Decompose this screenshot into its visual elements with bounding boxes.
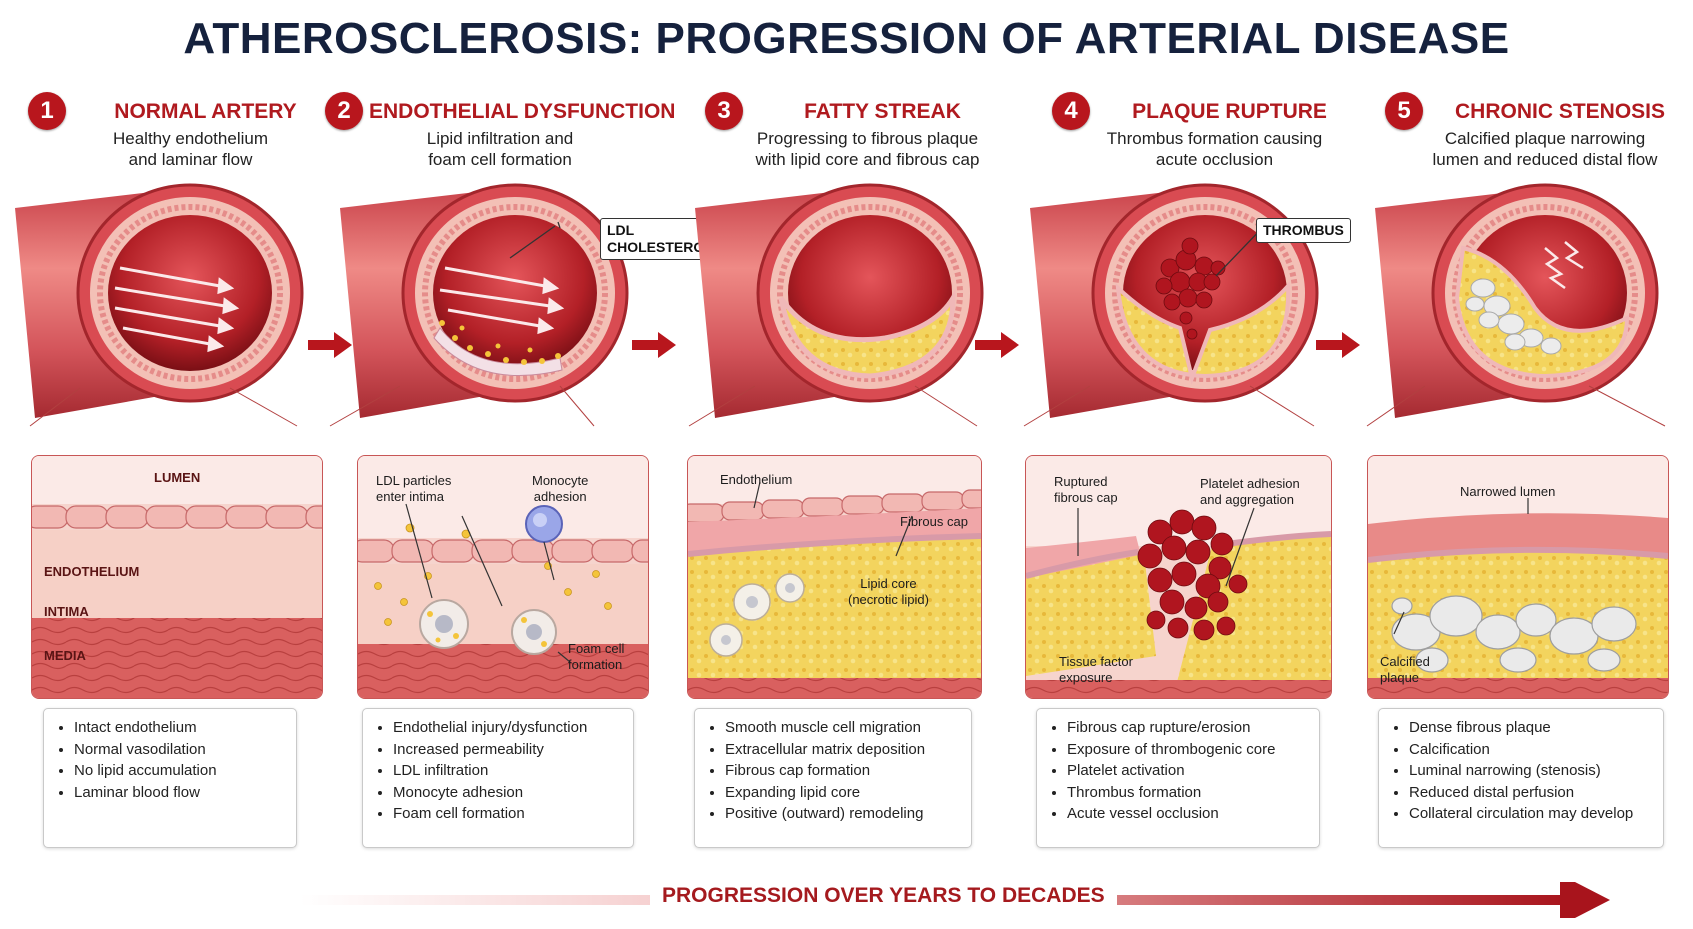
label-calcified-plaque: Calcified plaque bbox=[1380, 654, 1430, 685]
feature-item: Collateral circulation may develop bbox=[1409, 803, 1653, 825]
stage-5-features: Dense fibrous plaque Calcification Lumin… bbox=[1378, 708, 1664, 848]
stage-subtitle: Thrombus formation causing acute occlusi… bbox=[1106, 129, 1323, 169]
label-lumen: LUMEN bbox=[154, 470, 201, 485]
inset-chronic-stenosis-wall: Narrowed lumen Calcified plaque bbox=[1367, 455, 1669, 699]
inset-fatty-streak-wall: Endothelium Fibrous cap Lipid core (necr… bbox=[687, 455, 982, 699]
stage-1-features: Intact endothelium Normal vasodilation N… bbox=[43, 708, 297, 848]
feature-item: Fibrous cap rupture/erosion bbox=[1067, 717, 1309, 739]
stage-subtitle: Lipid infiltration and foam cell formati… bbox=[426, 129, 574, 169]
stage-subtitle: Healthy endothelium and laminar flow bbox=[113, 129, 268, 169]
stage-1-header: 1 NORMAL ARTERY Healthy endothelium and … bbox=[28, 92, 333, 170]
label-platelet-adhesion: Platelet adhesion and aggregation bbox=[1200, 476, 1300, 507]
callout-thrombus: THROMBUS bbox=[1256, 218, 1351, 243]
page-title: ATHEROSCLEROSIS: PROGRESSION OF ARTERIAL… bbox=[183, 14, 1510, 63]
stage-3-header: 3 FATTY STREAK Progressing to fibrous pl… bbox=[705, 92, 1010, 170]
feature-item: Smooth muscle cell migration bbox=[725, 717, 961, 739]
stage-number-badge: 5 bbox=[1385, 92, 1423, 130]
artery-illustration-fatty-streak bbox=[685, 178, 995, 448]
stage-2-features: Endothelial injury/dysfunction Increased… bbox=[362, 708, 634, 848]
stage-title: NORMAL ARTERY bbox=[114, 100, 297, 123]
stage-title: FATTY STREAK bbox=[804, 100, 961, 123]
stage-number-badge: 4 bbox=[1052, 92, 1090, 130]
feature-item: Foam cell formation bbox=[393, 803, 623, 825]
artery-illustration-chronic-stenosis bbox=[1365, 178, 1666, 448]
stage-number-badge: 3 bbox=[705, 92, 743, 130]
feature-item: Dense fibrous plaque bbox=[1409, 717, 1653, 739]
stage-3-features: Smooth muscle cell migration Extracellul… bbox=[694, 708, 972, 848]
stage-title: ENDOTHELIAL DYSFUNCTION bbox=[369, 100, 676, 123]
stage-arrow bbox=[1316, 332, 1360, 358]
stage-arrow bbox=[308, 332, 352, 358]
artery-illustration-dysfunction bbox=[329, 178, 640, 448]
feature-item: Acute vessel occlusion bbox=[1067, 803, 1309, 825]
feature-item: Luminal narrowing (stenosis) bbox=[1409, 760, 1653, 782]
label-monocyte-adhesion: Monocyte adhesion bbox=[532, 473, 589, 504]
inset-plaque-rupture-wall: Ruptured fibrous cap Platelet adhesion a… bbox=[1025, 455, 1332, 699]
label-endothelium: Endothelium bbox=[720, 472, 793, 487]
feature-item: Endothelial injury/dysfunction bbox=[393, 717, 623, 739]
feature-item: Monocyte adhesion bbox=[393, 782, 623, 804]
stage-5-header: 5 CHRONIC STENOSIS Calcified plaque narr… bbox=[1385, 92, 1685, 170]
feature-item: LDL infiltration bbox=[393, 760, 623, 782]
inset-dysfunction-wall: LDL particles enter intima Monocyte adhe… bbox=[357, 455, 649, 699]
stage-subtitle: Progressing to fibrous plaque with lipid… bbox=[755, 129, 980, 169]
label-foam-cell: Foam cell formation bbox=[568, 641, 625, 672]
feature-item: Reduced distal perfusion bbox=[1409, 782, 1653, 804]
label-ldl-particles: LDL particles enter intima bbox=[376, 473, 452, 504]
stage-number-badge: 1 bbox=[28, 92, 66, 130]
label-ruptured-fibrous-cap: Ruptured fibrous cap bbox=[1054, 474, 1118, 505]
label-intima: INTIMA bbox=[44, 604, 89, 619]
label-media: MEDIA bbox=[44, 648, 86, 663]
stage-number-badge: 2 bbox=[325, 92, 363, 130]
feature-item: Exposure of thrombogenic core bbox=[1067, 739, 1309, 761]
feature-item: Expanding lipid core bbox=[725, 782, 961, 804]
feature-item: No lipid accumulation bbox=[74, 760, 286, 782]
stage-arrow bbox=[632, 332, 676, 358]
label-endothelium: ENDOTHELIUM bbox=[44, 564, 140, 579]
progression-label: PROGRESSION OVER YEARS TO DECADES bbox=[650, 884, 1117, 908]
stage-4-header: 4 PLAQUE RUPTURE Thrombus formation caus… bbox=[1052, 92, 1357, 170]
feature-item: Fibrous cap formation bbox=[725, 760, 961, 782]
label-tissue-factor: Tissue factor exposure bbox=[1059, 654, 1133, 685]
feature-item: Extracellular matrix deposition bbox=[725, 739, 961, 761]
feature-item: Increased permeability bbox=[393, 739, 623, 761]
artery-illustration-normal bbox=[5, 178, 315, 448]
stage-title: PLAQUE RUPTURE bbox=[1132, 100, 1327, 123]
label-lipid-core: Lipid core (necrotic lipid) bbox=[848, 576, 929, 607]
feature-item: Laminar blood flow bbox=[74, 782, 286, 804]
feature-item: Calcification bbox=[1409, 739, 1653, 761]
feature-item: Intact endothelium bbox=[74, 717, 286, 739]
stage-4-features: Fibrous cap rupture/erosion Exposure of … bbox=[1036, 708, 1320, 848]
artery-illustration-plaque-rupture bbox=[1020, 178, 1330, 448]
feature-item: Positive (outward) remodeling bbox=[725, 803, 961, 825]
feature-item: Platelet activation bbox=[1067, 760, 1309, 782]
stage-subtitle: Calcified plaque narrowing lumen and red… bbox=[1432, 129, 1658, 169]
stage-title: CHRONIC STENOSIS bbox=[1454, 100, 1666, 123]
stage-2-header: 2 ENDOTHELIAL DYSFUNCTION Lipid infiltra… bbox=[325, 92, 676, 170]
inset-normal-wall: LUMEN ENDOTHELIUM INTIMA MEDIA bbox=[31, 455, 323, 699]
label-fibrous-cap: Fibrous cap bbox=[900, 514, 968, 529]
feature-item: Thrombus formation bbox=[1067, 782, 1309, 804]
stage-arrow bbox=[975, 332, 1019, 358]
label-narrowed-lumen: Narrowed lumen bbox=[1460, 484, 1556, 499]
feature-item: Normal vasodilation bbox=[74, 739, 286, 761]
